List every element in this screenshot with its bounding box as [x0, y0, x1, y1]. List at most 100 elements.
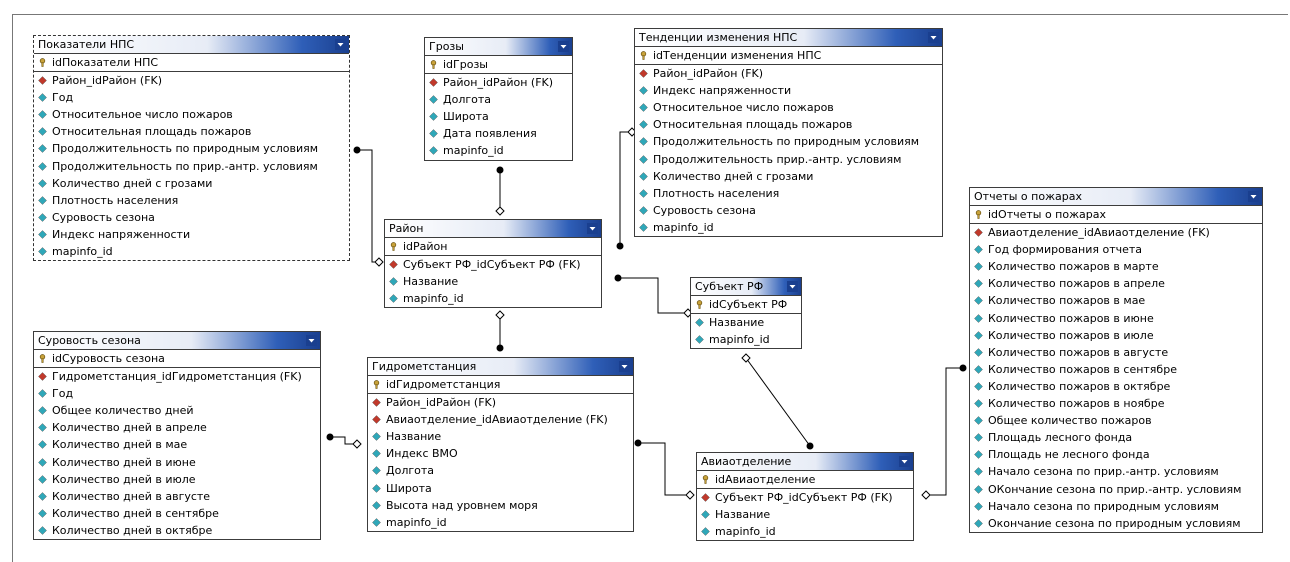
- primary-key-row[interactable]: idПоказатели НПС: [34, 54, 349, 73]
- attribute-row[interactable]: Количество дней в августе: [34, 488, 320, 505]
- attribute-row[interactable]: Относительная площадь пожаров: [34, 123, 349, 140]
- attribute-row[interactable]: Начало сезона по природным условиям: [970, 498, 1262, 515]
- attribute-row[interactable]: Продолжительность по прир.-антр. условия…: [34, 158, 349, 175]
- dropdown-arrow-icon[interactable]: [899, 456, 910, 467]
- attribute-row[interactable]: Название: [385, 273, 601, 290]
- attribute-row[interactable]: Индекс ВМО: [368, 445, 633, 462]
- attribute-row[interactable]: Количество пожаров в апреле: [970, 275, 1262, 292]
- attribute-row[interactable]: Относительное число пожаров: [34, 106, 349, 123]
- entity-title[interactable]: Авиаотделение: [697, 453, 913, 471]
- attribute-row[interactable]: Количество пожаров в июне: [970, 310, 1262, 327]
- attribute-row[interactable]: Количество дней в июле: [34, 471, 320, 488]
- attribute-row[interactable]: Название: [691, 314, 801, 331]
- attribute-row[interactable]: Площадь лесного фонда: [970, 429, 1262, 446]
- entity-title[interactable]: Отчеты о пожарах: [970, 188, 1262, 206]
- attribute-row[interactable]: Количество пожаров в сентябре: [970, 361, 1262, 378]
- attribute-row[interactable]: Плотность населения: [635, 185, 942, 202]
- attribute-row[interactable]: Количество пожаров в июле: [970, 327, 1262, 344]
- foreign-key-row[interactable]: Авиаотделение_idАвиаотделение (FK): [970, 224, 1262, 241]
- entity-title[interactable]: Показатели НПС: [34, 36, 349, 54]
- attribute-row[interactable]: Количество пожаров в августе: [970, 344, 1262, 361]
- dropdown-arrow-icon[interactable]: [558, 41, 569, 52]
- attribute-row[interactable]: mapinfo_id: [635, 219, 942, 236]
- entity-title[interactable]: Тенденции изменения НПС: [635, 29, 942, 47]
- attribute-row[interactable]: Высота над уровнем моря: [368, 497, 633, 514]
- foreign-key-row[interactable]: Район_idРайон (FK): [425, 74, 572, 91]
- attribute-row[interactable]: Количество пожаров в марте: [970, 258, 1262, 275]
- primary-key-row[interactable]: idОтчеты о пожарах: [970, 206, 1262, 225]
- attribute-row[interactable]: Начало сезона по прир.-антр. условиям: [970, 463, 1262, 480]
- primary-key-row[interactable]: idСубъект РФ: [691, 296, 801, 315]
- attribute-row[interactable]: Плотность населения: [34, 192, 349, 209]
- attribute-row[interactable]: mapinfo_id: [425, 142, 572, 159]
- attribute-row[interactable]: Широта: [368, 480, 633, 497]
- entity-title[interactable]: Субъект РФ: [691, 278, 801, 296]
- attribute-row[interactable]: mapinfo_id: [34, 243, 349, 260]
- attribute-row[interactable]: mapinfo_id: [385, 290, 601, 307]
- attribute-row[interactable]: Окончание сезона по природным условиям: [970, 515, 1262, 532]
- dropdown-arrow-icon[interactable]: [619, 361, 630, 372]
- primary-key-row[interactable]: idГрозы: [425, 56, 572, 75]
- attribute-row[interactable]: Суровость сезона: [635, 202, 942, 219]
- foreign-key-row[interactable]: Авиаотделение_idАвиаотделение (FK): [368, 411, 633, 428]
- entity-title[interactable]: Район: [385, 220, 601, 238]
- attribute-row[interactable]: Суровость сезона: [34, 209, 349, 226]
- primary-key-row[interactable]: idСуровость сезона: [34, 350, 320, 369]
- dropdown-arrow-icon[interactable]: [335, 39, 346, 50]
- attribute-row[interactable]: Общее количество пожаров: [970, 412, 1262, 429]
- attribute-row[interactable]: Относительное число пожаров: [635, 99, 942, 116]
- attribute-row[interactable]: Долгота: [368, 462, 633, 479]
- attribute-row[interactable]: Количество дней в мае: [34, 436, 320, 453]
- dropdown-arrow-icon[interactable]: [787, 281, 798, 292]
- attribute-row[interactable]: Количество дней в апреле: [34, 419, 320, 436]
- attribute-row[interactable]: Дата появления: [425, 125, 572, 142]
- attribute-row[interactable]: Широта: [425, 108, 572, 125]
- entity-title[interactable]: Гидрометстанция: [368, 358, 633, 376]
- attribute-row[interactable]: Площадь не лесного фонда: [970, 446, 1262, 463]
- primary-key-row[interactable]: idАвиаотделение: [697, 471, 913, 490]
- attribute-row[interactable]: ОКончание сезона по прир.-антр. условиям: [970, 481, 1262, 498]
- foreign-key-row[interactable]: Район_idРайон (FK): [368, 394, 633, 411]
- attribute-row[interactable]: Относительная площадь пожаров: [635, 116, 942, 133]
- dropdown-arrow-icon[interactable]: [928, 32, 939, 43]
- attribute-row[interactable]: Продолжительность по природным условиям: [34, 140, 349, 157]
- attribute-row[interactable]: Индекс напряженности: [635, 82, 942, 99]
- dropdown-arrow-icon[interactable]: [306, 335, 317, 346]
- attribute-row[interactable]: mapinfo_id: [691, 331, 801, 348]
- attribute-row[interactable]: Количество дней в октябре: [34, 522, 320, 539]
- primary-key-row[interactable]: idГидрометстанция: [368, 376, 633, 395]
- attribute-row[interactable]: Долгота: [425, 91, 572, 108]
- primary-key-row[interactable]: idРайон: [385, 238, 601, 257]
- attribute-row[interactable]: Количество дней с грозами: [34, 175, 349, 192]
- attribute-row[interactable]: Индекс напряженности: [34, 226, 349, 243]
- attribute-row[interactable]: Количество дней в сентябре: [34, 505, 320, 522]
- attribute-row[interactable]: Год: [34, 385, 320, 402]
- attribute-row[interactable]: Название: [697, 506, 913, 523]
- attribute-row[interactable]: mapinfo_id: [368, 514, 633, 531]
- dropdown-arrow-icon[interactable]: [1248, 191, 1259, 202]
- foreign-key-row[interactable]: Гидрометстанция_idГидрометстанция (FK): [34, 368, 320, 385]
- primary-key-row[interactable]: idТенденции изменения НПС: [635, 47, 942, 66]
- foreign-key-row[interactable]: Район_idРайон (FK): [34, 72, 349, 89]
- attribute-row[interactable]: Продолжительность прир.-антр. условиям: [635, 151, 942, 168]
- foreign-key-row[interactable]: Район_idРайон (FK): [635, 65, 942, 82]
- foreign-key-row[interactable]: Субъект РФ_idСубъект РФ (FK): [385, 256, 601, 273]
- attribute-row[interactable]: Год: [34, 89, 349, 106]
- attribute-row[interactable]: Количество пожаров в мае: [970, 292, 1262, 309]
- attribute-row[interactable]: mapinfo_id: [697, 523, 913, 540]
- dropdown-arrow-icon[interactable]: [587, 223, 598, 234]
- attribute-row[interactable]: Количество дней с грозами: [635, 168, 942, 185]
- attribute-row[interactable]: Общее количество дней: [34, 402, 320, 419]
- entity-title[interactable]: Суровость сезона: [34, 332, 320, 350]
- attribute-row[interactable]: Количество пожаров в ноябре: [970, 395, 1262, 412]
- attribute-row[interactable]: Продолжительность по природным условиям: [635, 133, 942, 150]
